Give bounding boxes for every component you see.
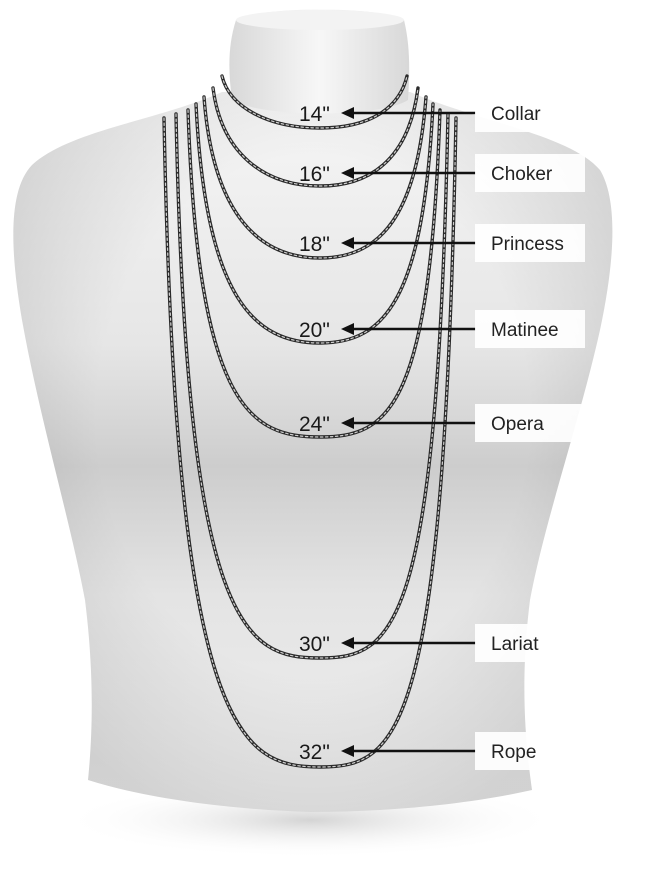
pointer-arrow-lariat: [341, 637, 476, 649]
name-label-choker: Choker: [491, 164, 553, 185]
name-box-opera: [475, 404, 585, 442]
chain-opera-links: [187, 109, 441, 438]
length-label-matinee: 20": [299, 319, 330, 342]
name-box-collar: [475, 94, 585, 132]
name-label-collar: Collar: [491, 104, 541, 125]
chain-princess: [202, 95, 428, 260]
name-label-princess: Princess: [491, 234, 564, 255]
pointer-head-matinee: [341, 323, 354, 335]
chain-lariat: [174, 112, 450, 660]
chain-collar-outline: [220, 74, 409, 130]
pointers-group: [341, 107, 476, 757]
length-label-opera: 24": [299, 413, 330, 436]
mannequin-neck: [229, 9, 410, 114]
name-label-rope: Rope: [491, 742, 536, 763]
name-box-choker: [475, 154, 585, 192]
length-label-princess: 18": [299, 233, 330, 256]
chain-matinee-links: [195, 103, 434, 344]
chain-opera: [186, 108, 442, 439]
chain-collar: [220, 74, 409, 130]
length-label-lariat: 30": [299, 633, 330, 656]
name-box-princess: [475, 224, 585, 262]
chain-matinee: [194, 102, 435, 345]
pointer-head-choker: [341, 167, 354, 179]
length-label-rope: 32": [299, 741, 330, 764]
pointer-head-collar: [341, 107, 354, 119]
pointer-head-opera: [341, 417, 354, 429]
pointer-arrow-matinee: [341, 323, 476, 335]
labels-group: 14" Collar 16" Choker 18" Princess 20" Matinee 2…: [299, 94, 585, 770]
chain-princess-links: [203, 96, 427, 259]
pointer-arrow-princess: [341, 237, 476, 249]
chain-rope-links: [163, 117, 457, 768]
chains-group: [162, 74, 458, 769]
chain-lariat-links: [175, 113, 449, 659]
pointer-head-princess: [341, 237, 354, 249]
name-box-matinee: [475, 310, 585, 348]
pointer-arrow-rope: [341, 745, 476, 757]
pointer-arrow-collar: [341, 107, 476, 119]
pointer-head-rope: [341, 745, 354, 757]
name-label-lariat: Lariat: [491, 634, 539, 655]
name-box-lariat: [475, 624, 585, 662]
mannequin: [13, 9, 613, 858]
mannequin-torso-shade: [13, 92, 613, 812]
pointer-arrow-choker: [341, 167, 476, 179]
name-label-matinee: Matinee: [491, 320, 559, 341]
chain-choker: [211, 86, 420, 188]
chain-choker-links: [212, 87, 419, 187]
name-box-rope: [475, 732, 585, 770]
length-label-collar: 14": [299, 103, 330, 126]
pointer-head-lariat: [341, 637, 354, 649]
pointer-arrow-opera: [341, 417, 476, 429]
mannequin-neck-top: [236, 10, 404, 30]
name-label-opera: Opera: [491, 414, 544, 435]
chain-rope: [162, 116, 458, 769]
length-label-choker: 16": [299, 163, 330, 186]
